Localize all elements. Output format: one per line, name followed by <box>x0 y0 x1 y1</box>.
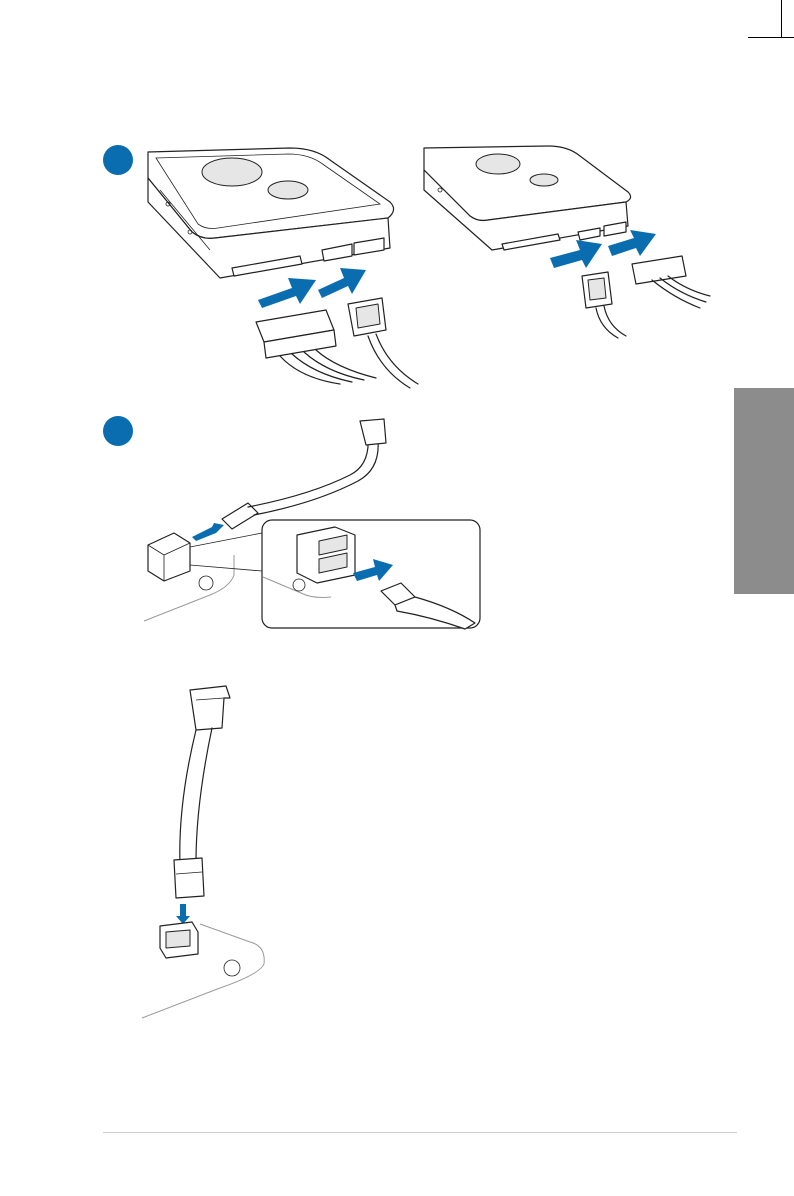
right-angle-sata-cable-icon <box>140 684 270 1024</box>
crop-mark-vertical <box>781 0 782 38</box>
chapter-side-tab <box>734 388 794 594</box>
sata-power-connector-icon <box>240 260 420 390</box>
footer-rule <box>103 1132 737 1133</box>
step-2-badge <box>103 416 133 446</box>
sata-data-connector-icon <box>540 230 710 340</box>
zoom-inset <box>261 519 483 631</box>
insert-arrow-icon <box>258 278 316 308</box>
crop-mark-horizontal <box>748 37 794 38</box>
step-1-badge <box>103 145 133 175</box>
